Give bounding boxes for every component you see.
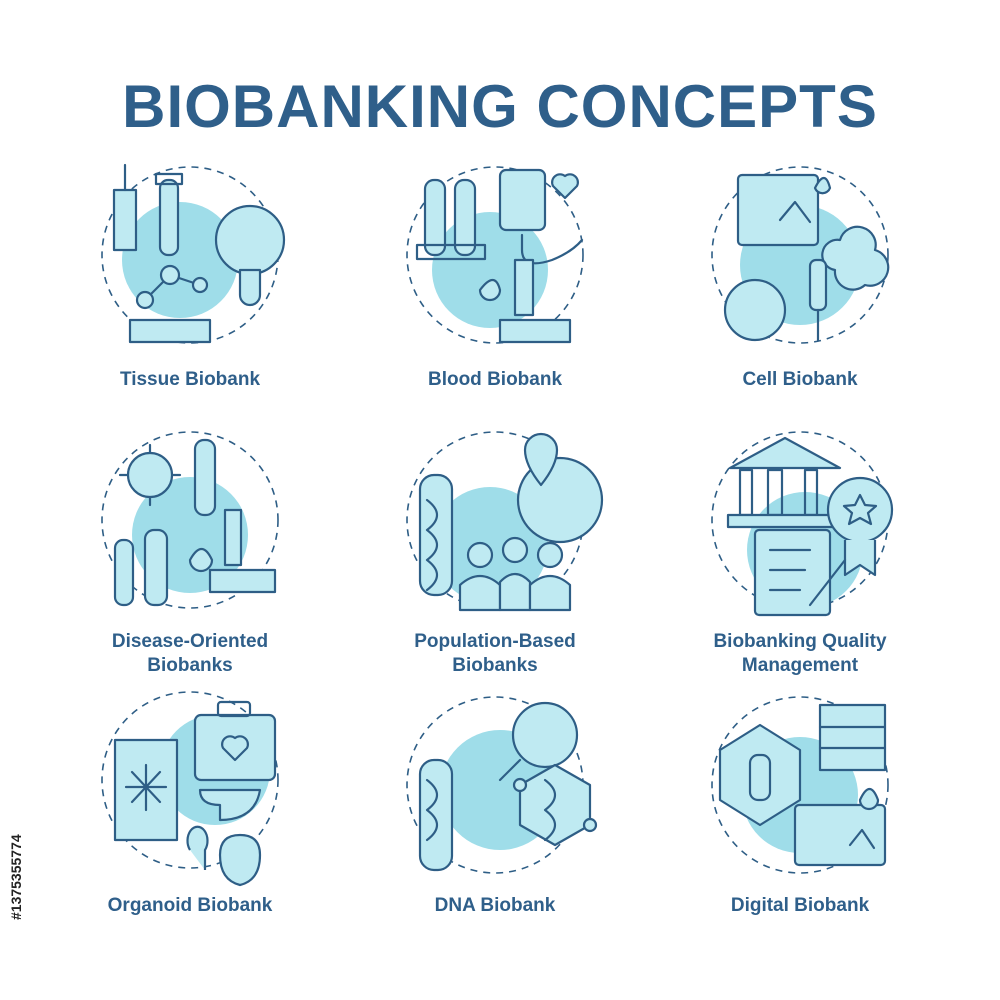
dna-helix-icon	[406, 696, 598, 874]
concept-quality-management: Biobanking Quality Management	[650, 430, 950, 690]
tissue-sample-icon	[101, 163, 286, 344]
concept-label: Population-Based Biobanks	[414, 631, 576, 676]
organ-storage-icon	[101, 691, 279, 887]
concept-label: Tissue Biobank	[119, 369, 261, 390]
stock-id: #1375355774	[8, 834, 24, 920]
concept-label: DNA Biobank	[434, 895, 556, 916]
concept-label: Blood Biobank	[427, 369, 563, 390]
cell-culture-icon	[711, 166, 890, 344]
population-globe-icon	[406, 431, 604, 612]
quality-award-icon	[711, 431, 894, 617]
concept-organoid-biobank: Organoid Biobank	[40, 691, 340, 960]
page-title: BIOBANKING CONCEPTS	[122, 73, 878, 140]
digital-database-icon	[711, 696, 889, 874]
concept-label: Cell Biobank	[742, 369, 858, 390]
concept-cell-biobank: Cell Biobank	[650, 160, 950, 420]
concept-dna-biobank: DNA Biobank	[345, 696, 645, 960]
concept-label: Organoid Biobank	[107, 895, 273, 916]
concept-tissue-biobank: Tissue Biobank	[40, 160, 340, 420]
concept-disease-oriented-biobanks: Disease-Oriented Biobanks	[40, 430, 340, 690]
concept-label: Biobanking Quality Management	[713, 631, 887, 676]
concept-digital-biobank: Digital Biobank	[650, 696, 950, 960]
concept-blood-biobank: Blood Biobank	[345, 160, 645, 420]
concept-population-based-biobanks: Population-Based Biobanks	[345, 430, 645, 690]
concept-label: Disease-Oriented Biobanks	[111, 631, 269, 676]
blood-sample-icon	[406, 166, 584, 344]
concept-label: Digital Biobank	[730, 895, 870, 916]
virus-sample-icon	[101, 431, 279, 609]
